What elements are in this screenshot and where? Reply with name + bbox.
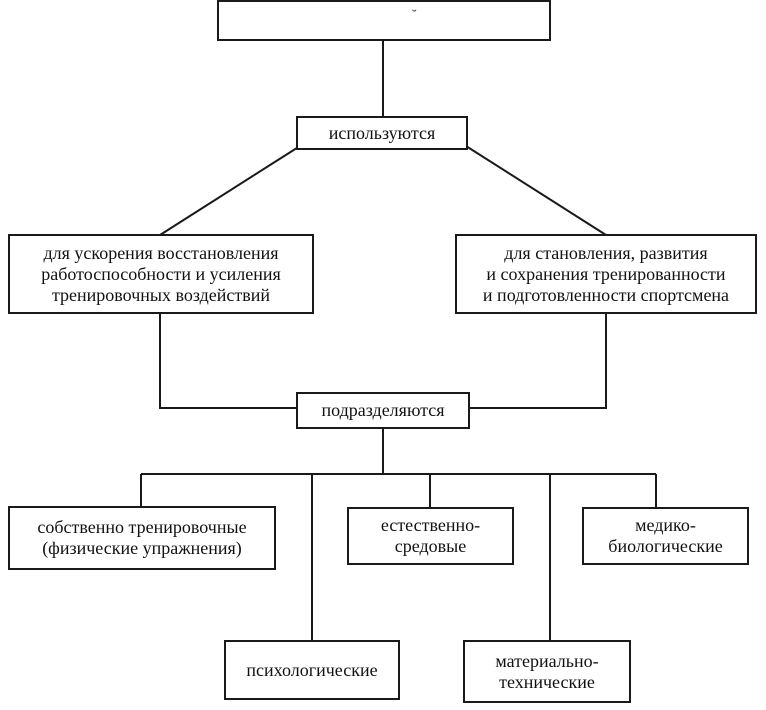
uses-box: используются: [296, 116, 468, 150]
category-label: медико- биологические: [608, 515, 723, 556]
category-label: материально- технические: [495, 650, 599, 692]
category-box-training: собственно тренировочные (физические упр…: [8, 506, 276, 570]
category-box-material: материально- технические: [463, 640, 631, 703]
top-box: [217, 0, 551, 41]
category-box-environmental: естественно- средовые: [347, 507, 514, 565]
category-box-medical: медико- биологические: [582, 507, 749, 565]
top-box-mark: ˘: [412, 8, 417, 23]
divide-box: подразделяются: [296, 392, 470, 429]
right-purpose-label: для становления, развития и сохранения т…: [482, 242, 730, 305]
left-purpose-box: для ускорения восстановления работоспосо…: [8, 234, 314, 314]
category-label: собственно тренировочные (физические упр…: [37, 517, 247, 558]
category-label: психологические: [246, 659, 378, 680]
category-box-psychological: психологические: [224, 640, 400, 700]
left-purpose-label: для ускорения восстановления работоспосо…: [41, 242, 281, 305]
uses-box-label: используются: [328, 122, 436, 143]
right-purpose-box: для становления, развития и сохранения т…: [455, 234, 757, 314]
category-label: естественно- средовые: [380, 515, 481, 556]
divide-box-label: подразделяются: [321, 400, 445, 420]
